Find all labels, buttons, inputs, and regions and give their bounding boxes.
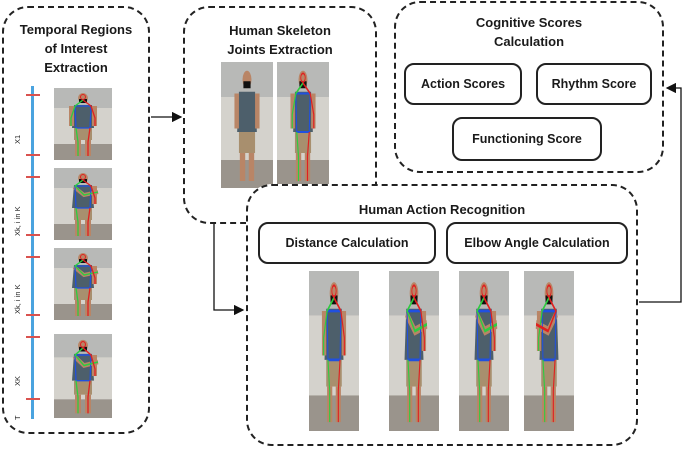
timeline-label-T: T [13,415,22,420]
timeline-label-x1: X1 [13,134,22,144]
rhythm-score-pill: Rhythm Score [536,63,652,105]
elbow-angle-pill: Elbow Angle Calculation [446,222,628,264]
action-scores-pill: Action Scores [404,63,522,105]
action-recognition-title: Human Action Recognition [358,202,526,217]
recognition-frame-1 [309,271,359,431]
recognition-frame-4 [524,271,574,431]
roi-frame-3 [54,248,112,320]
cognitive-scores-box: Cognitive Scores Calculation Action Scor… [394,1,664,173]
skeleton-raw-photo [221,62,273,188]
timeline-ticks [26,86,40,419]
roi-frame-2 [54,168,112,240]
functioning-score-pill: Functioning Score [452,117,602,161]
temporal-roi-title: Temporal Regions of Interest Extraction [19,22,133,75]
skeleton-joints-photo [277,62,329,188]
timeline-axis [31,86,34,419]
recognition-frame-2 [389,271,439,431]
timeline-label-xk-1: Xk, i in K [13,206,22,236]
roi-frame-4 [54,334,112,418]
temporal-roi-box: Temporal Regions of Interest Extraction … [2,6,150,434]
cognitive-title: Cognitive Scores Calculation [475,15,583,49]
timeline-label-xk-2: Xk, i in K [13,284,22,314]
timeline-label-xK: XK [13,375,22,386]
distance-calculation-pill: Distance Calculation [258,222,436,264]
roi-frame-1 [54,88,112,160]
arrow-skeleton-to-recognition [213,224,245,316]
recognition-frame-3 [459,271,509,431]
skeleton-title: Human Skeleton Joints Extraction [227,23,333,57]
action-recognition-box: Human Action Recognition Distance Calcul… [246,184,638,446]
